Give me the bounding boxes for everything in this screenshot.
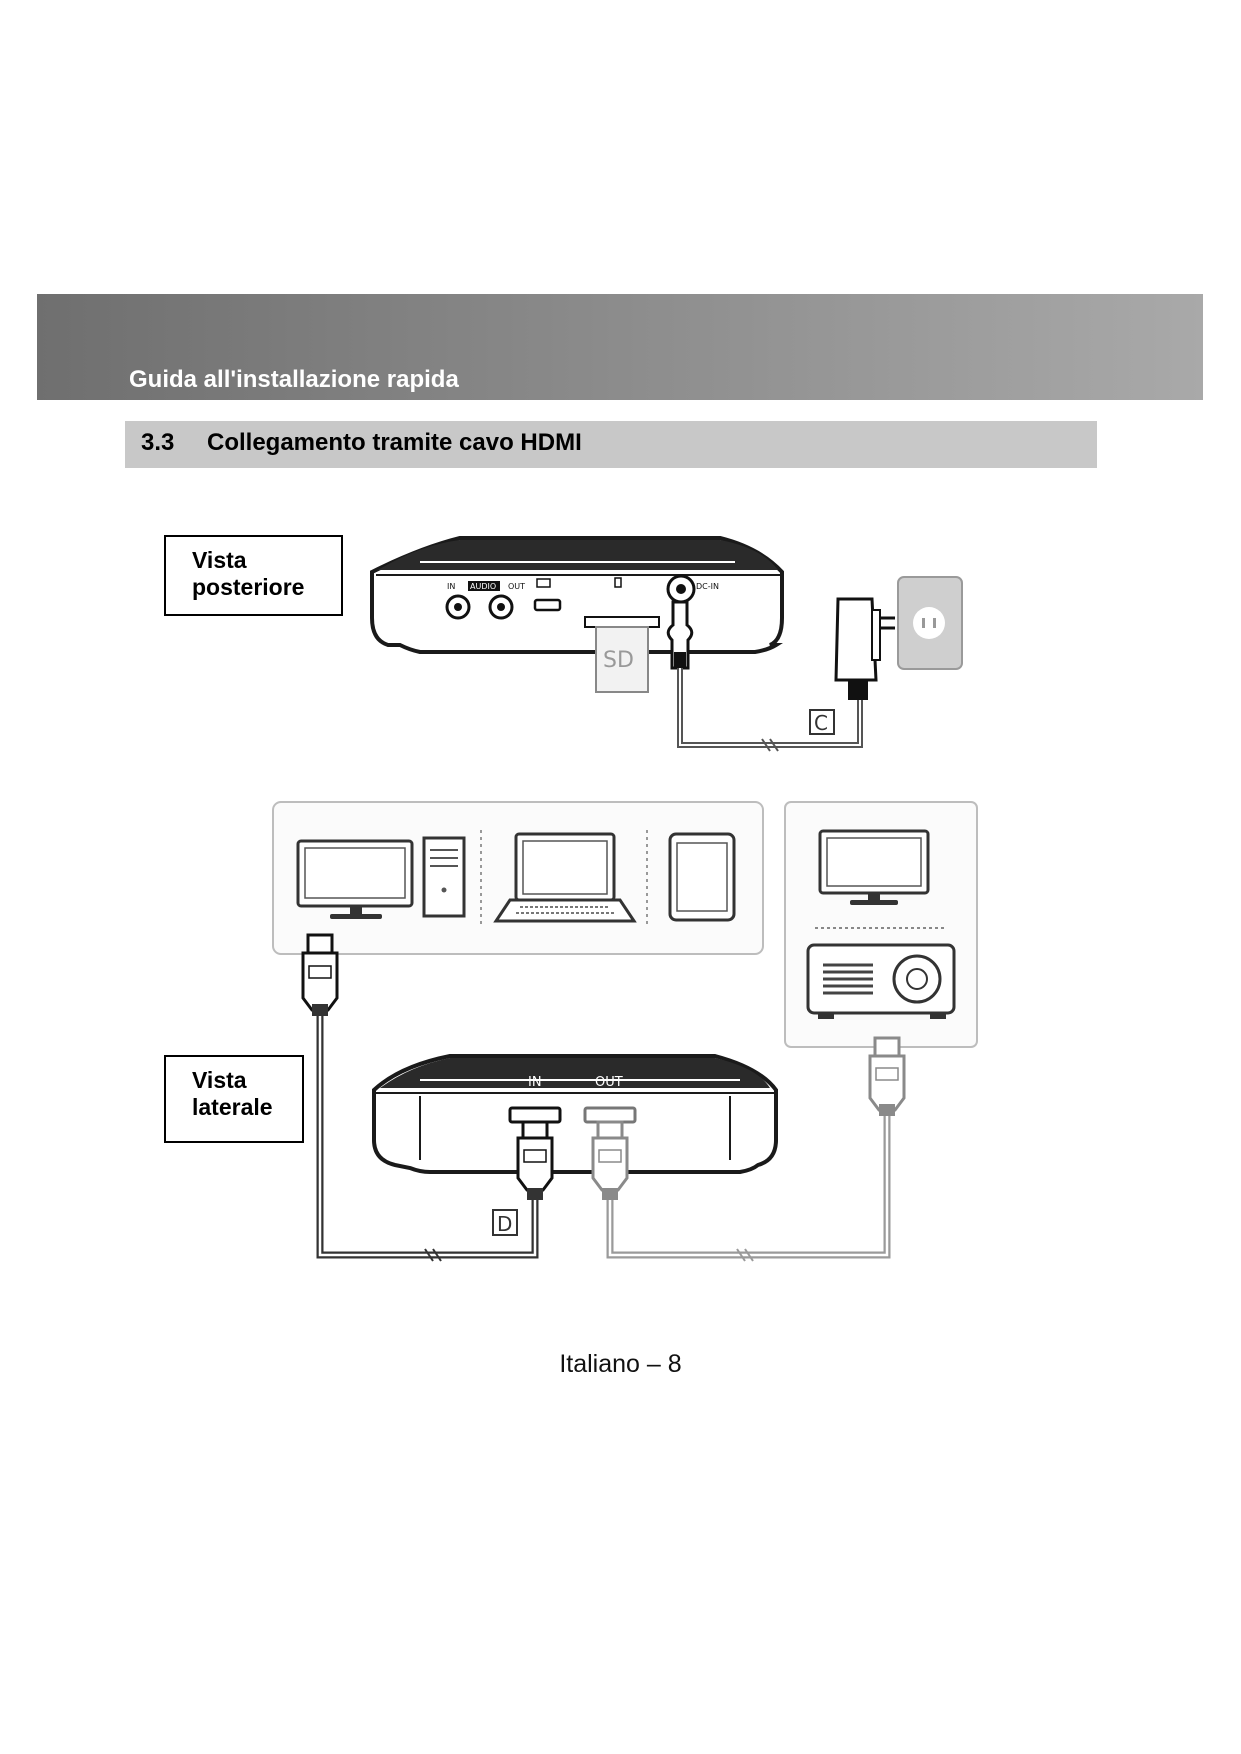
rear-out-label: OUT xyxy=(508,582,525,591)
header-band: Guida all'installazione rapida xyxy=(37,294,1203,400)
section-heading: 3.3 Collegamento tramite cavo HDMI xyxy=(125,421,1097,468)
usb-icon xyxy=(536,578,551,588)
display-devices-panel xyxy=(784,801,978,1048)
rear-view-caption-line1: Vista xyxy=(192,547,247,573)
cable-d-box xyxy=(492,1209,518,1236)
device-side-view: IN OUT xyxy=(372,1054,778,1174)
hdmi-in-port xyxy=(508,1106,562,1124)
pc-tower-icon xyxy=(422,836,466,918)
wall-outlet xyxy=(897,576,963,670)
hdmi-cable-out xyxy=(591,1036,906,1262)
header-title: Guida all'installazione rapida xyxy=(129,366,459,393)
power-plug xyxy=(666,600,694,670)
projector-icon xyxy=(806,943,956,1019)
hdmi-out-port xyxy=(583,1106,637,1124)
power-cable-c: C xyxy=(677,668,863,752)
sd-card xyxy=(595,626,649,693)
hdmi-out-label: OUT xyxy=(595,1075,623,1090)
side-view-caption: Vista laterale xyxy=(164,1055,304,1143)
rear-audio-label: AUDIO xyxy=(470,582,496,591)
hdmi-in-label: IN xyxy=(528,1075,542,1090)
dc-in-label: DC-IN xyxy=(696,582,719,591)
hdmi-plug-device-in xyxy=(516,1120,554,1200)
hdmi-plug-device-out xyxy=(591,1120,629,1200)
hdmi-plug-source xyxy=(301,933,339,1016)
ac-adapter xyxy=(834,597,895,700)
section-title: Collegamento tramite cavo HDMI xyxy=(207,429,582,456)
laptop-icon xyxy=(493,832,637,923)
hdmi-cable-d: D xyxy=(301,933,554,1262)
usb-port xyxy=(533,598,562,612)
pc-monitor-icon xyxy=(296,839,414,919)
source-devices-panel xyxy=(272,801,764,955)
tablet-icon xyxy=(668,832,736,922)
cable-c-box xyxy=(809,709,835,735)
tv-icon xyxy=(818,829,930,905)
section-number: 3.3 xyxy=(141,429,175,456)
audio-label-badge xyxy=(468,581,500,591)
page-number: Italiano – 8 xyxy=(559,1350,682,1378)
side-view-caption-line1: Vista xyxy=(192,1067,247,1093)
cable-c-label: C xyxy=(814,711,828,735)
cable-d-label: D xyxy=(497,1212,512,1236)
rear-view-caption: Vista posteriore xyxy=(164,535,343,616)
rear-in-label: IN xyxy=(447,582,455,591)
side-view-caption-line2: laterale xyxy=(192,1094,273,1120)
sd-slot xyxy=(584,616,660,628)
lock-icon xyxy=(614,577,622,588)
device-rear-view: IN AUDIO OUT DC-IN SD xyxy=(370,536,784,693)
hdmi-plug-display xyxy=(868,1036,906,1116)
rear-view-caption-line2: posteriore xyxy=(192,574,305,600)
sd-card-label: SD xyxy=(603,648,634,673)
